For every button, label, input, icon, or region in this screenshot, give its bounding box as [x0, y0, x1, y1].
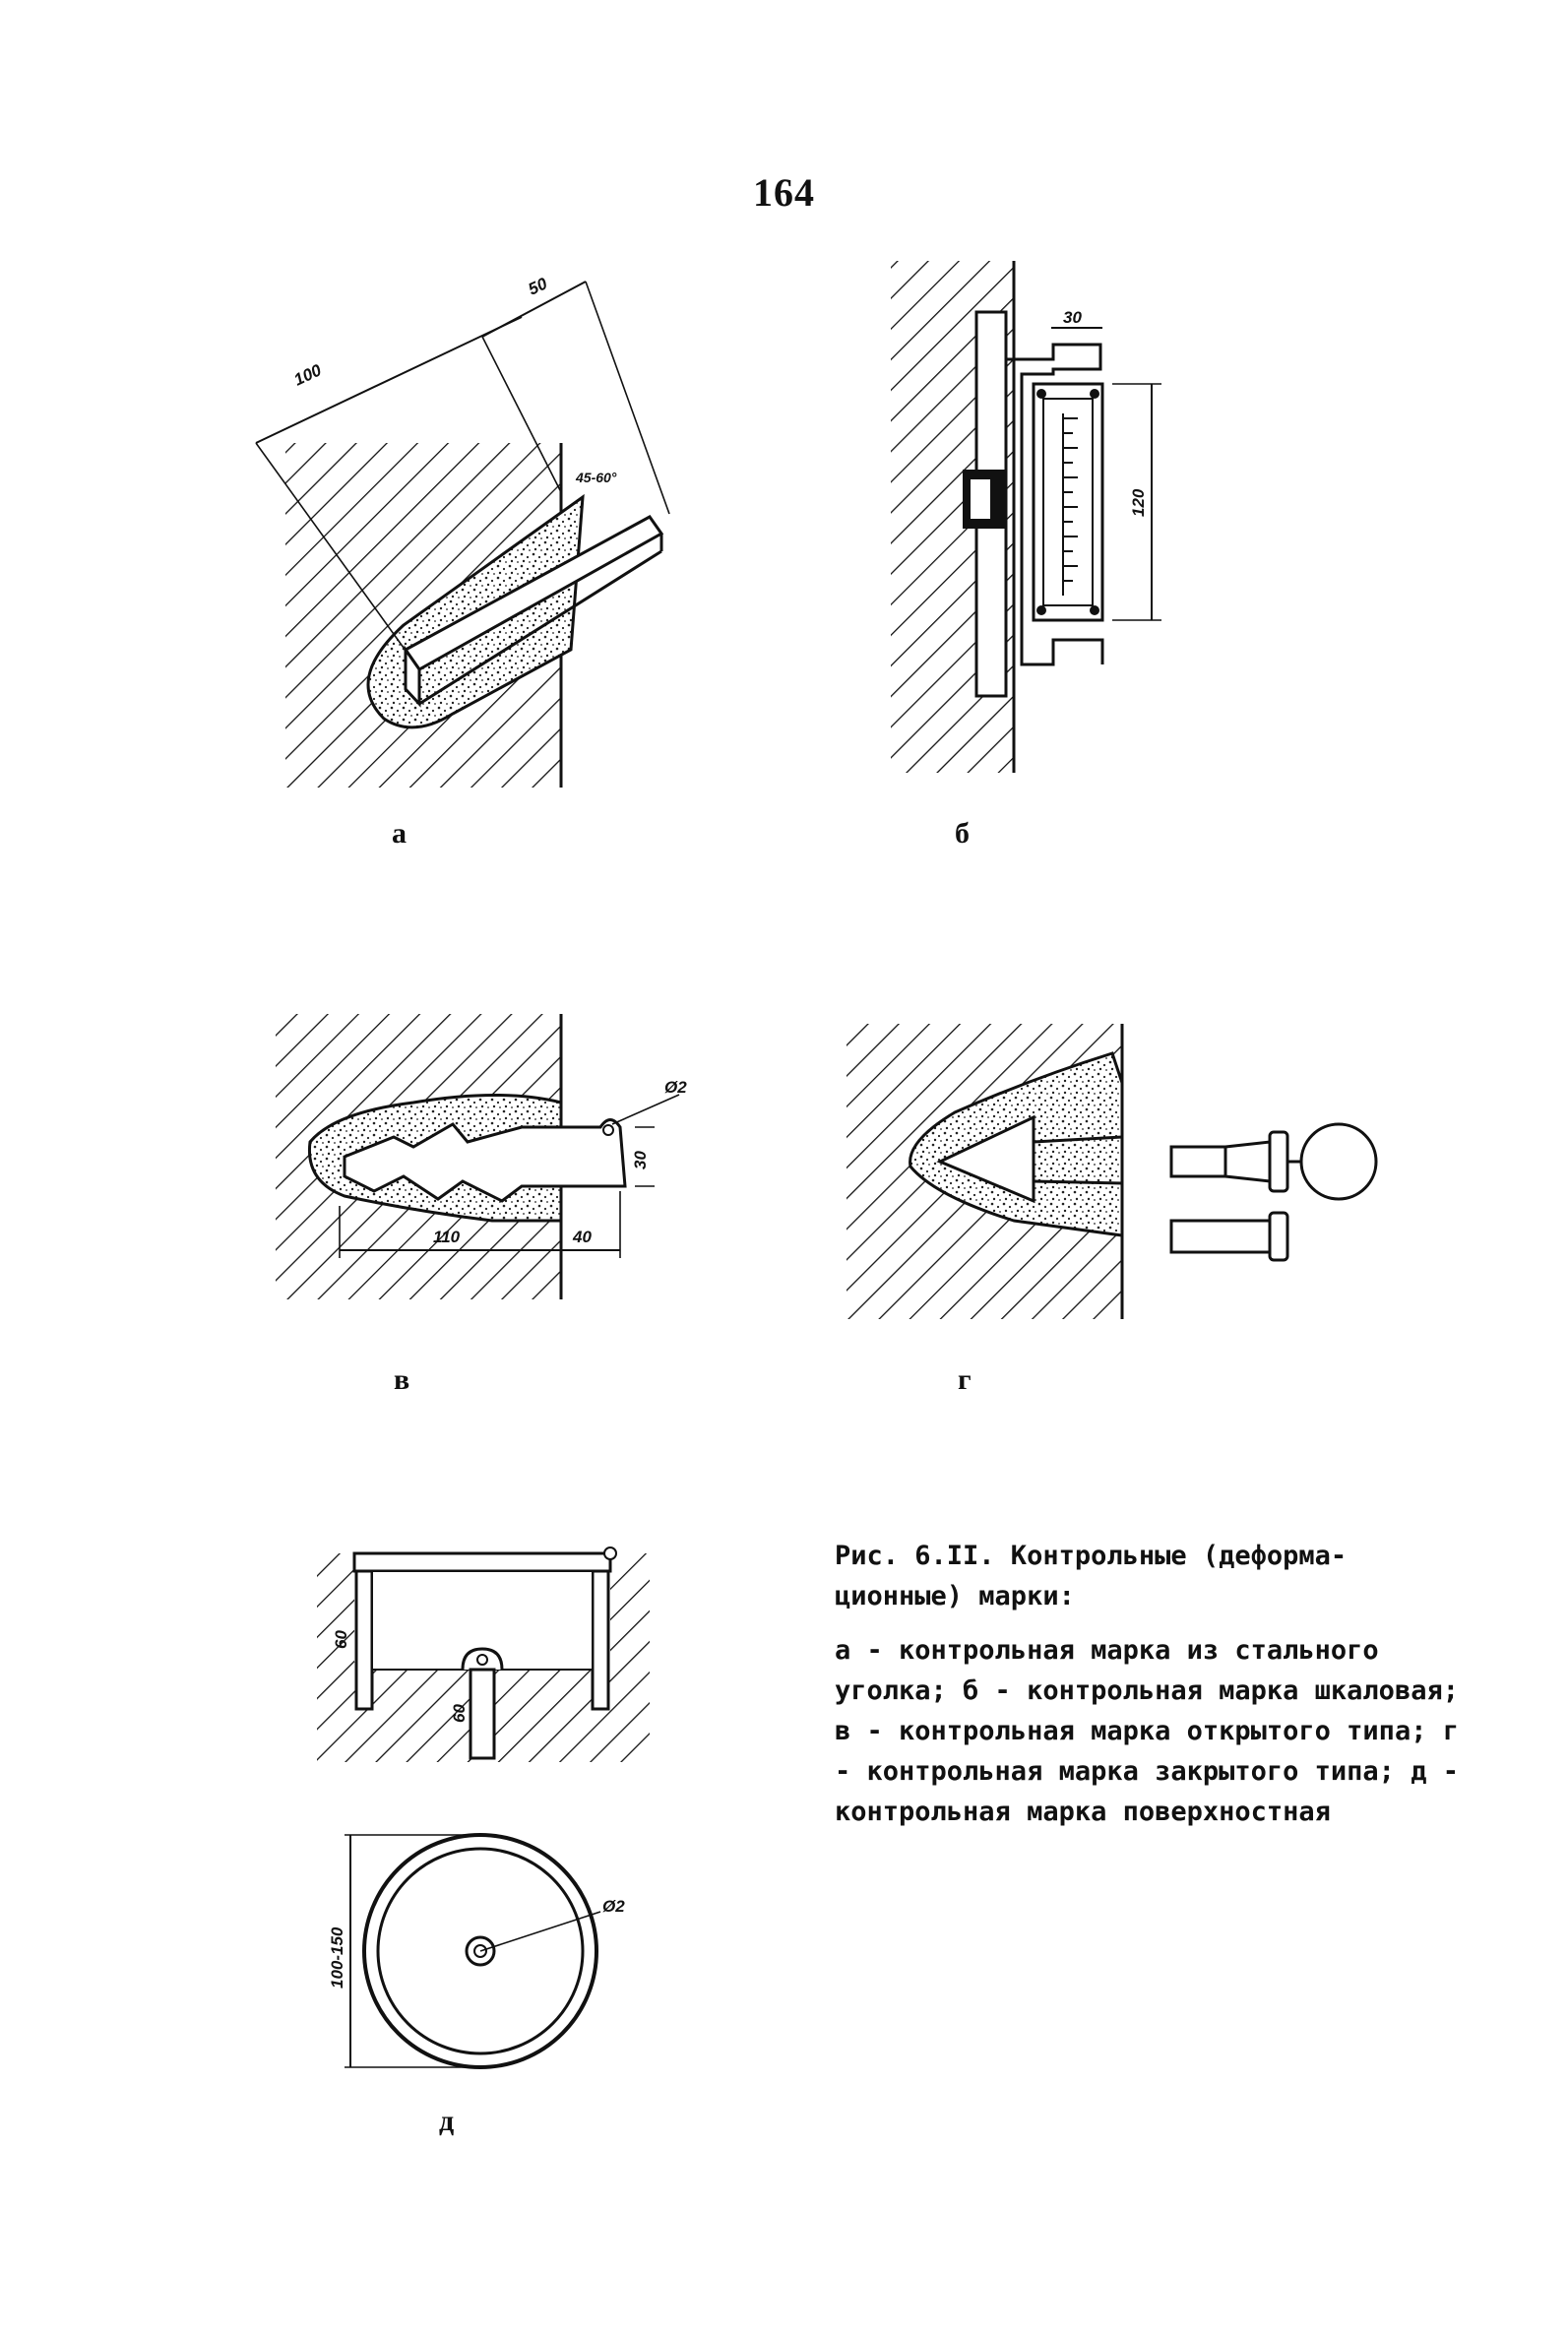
caption-title: Рис. 6.II. Контрольные (деформа-ционные)…	[835, 1541, 1348, 1611]
dim-angle: 45-60°	[575, 470, 617, 485]
figure-b-label: б	[955, 817, 970, 850]
dim-120: 120	[1129, 488, 1148, 517]
dim-50: 50	[526, 274, 551, 298]
figure-g-label: г	[958, 1363, 972, 1396]
caption-body: а - контрольная марка из стального уголк…	[835, 1635, 1459, 1827]
dim-110: 110	[433, 1228, 461, 1246]
dim-diameter: Ø2	[664, 1078, 687, 1097]
figure-g-closed-type-mark	[847, 1024, 1378, 1319]
dim-60-center: 60	[450, 1704, 469, 1723]
figure-caption: Рис. 6.II. Контрольные (деформа-ционные)…	[835, 1536, 1465, 1846]
dim-100-150: 100-150	[328, 1926, 346, 1989]
figure-v-open-type-mark: Ø2 30 110 40	[276, 1014, 687, 1299]
figure-b-scale-mark: 30 120	[891, 261, 1161, 773]
figure-d-label: д	[439, 2105, 455, 2137]
dim-30-v: 30	[631, 1151, 650, 1169]
page-number: 164	[753, 170, 815, 215]
figure-a-steel-angle-mark: 100 50 45-60°	[255, 274, 670, 788]
ball-head	[1299, 1122, 1378, 1201]
cone-socket	[936, 1114, 1035, 1204]
dim-100: 100	[291, 360, 325, 389]
dim-40: 40	[572, 1228, 592, 1246]
dim-diameter-d: Ø2	[602, 1897, 625, 1916]
dim-30: 30	[1063, 308, 1082, 327]
figure-d-surface-mark: 60 60 Ø2 100-150	[317, 1547, 650, 2069]
figure-a-label: а	[392, 817, 407, 850]
scale-ticks	[1062, 413, 1078, 596]
dim-60-left: 60	[332, 1630, 350, 1649]
figure-v-label: в	[394, 1363, 410, 1396]
serrated-bar	[343, 1118, 627, 1203]
